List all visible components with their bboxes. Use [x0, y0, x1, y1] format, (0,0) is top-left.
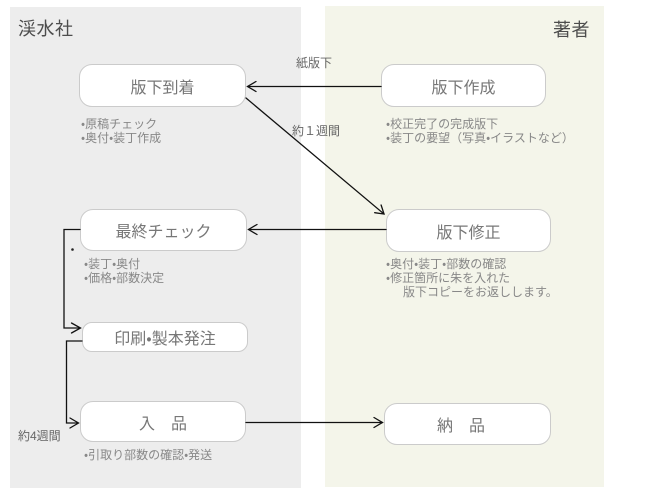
note-line: ・原稿チェック: [81, 117, 158, 131]
revision-notes: ・奥付・装丁・部数の確認 ・修正箇所に朱を入れた 版下コピーをお返しします。: [386, 257, 558, 299]
note-line: ・価格・部数決定: [84, 271, 165, 285]
creation-notes: ・校正完了の完成版下 ・装丁の要望（写真・イラストなど）: [386, 117, 574, 145]
note-line: ・校正完了の完成版下: [386, 117, 499, 131]
flow-box-stock-in: 入 品: [80, 401, 246, 442]
flow-box-delivery: 納 品: [384, 403, 551, 445]
note-line: ・奥付・装丁・部数の確認: [386, 257, 507, 271]
flow-box-camera-ready-creation: 版下作成: [381, 64, 546, 107]
flow-box-camera-ready-revision: 版下修正: [386, 209, 551, 252]
flow-box-print-binding-order: 印刷・製本発注: [82, 322, 248, 352]
note-line: ・引取り部数の確認・発送: [84, 448, 213, 462]
note-line: ・修正箇所に朱を入れた: [386, 271, 511, 285]
about-four-weeks-label: 約4週間: [18, 429, 61, 443]
note-line: ・奥付・装丁作成: [81, 131, 162, 145]
arrival-notes: ・原稿チェック ・奥付・装丁作成: [81, 117, 161, 145]
flow-box-final-check: 最終チェック: [80, 209, 247, 251]
note-line: ・装丁・奥付: [84, 257, 141, 271]
paper-camera-ready-label: 紙版下: [296, 56, 333, 70]
about-one-week-label: 約１週間: [292, 124, 341, 138]
flow-box-camera-ready-arrival: 版下到着: [79, 64, 246, 107]
note-line: 版下コピーをお返しします。: [391, 285, 558, 299]
author-heading: 著者: [553, 20, 590, 40]
note-line: ・装丁の要望（写真・イラストなど）: [386, 131, 574, 145]
stock-in-notes: ・引取り部数の確認・発送: [84, 448, 212, 462]
final-check-notes: ・装丁・奥付 ・価格・部数決定: [84, 257, 164, 285]
publisher-heading: 渓水社: [18, 19, 74, 39]
